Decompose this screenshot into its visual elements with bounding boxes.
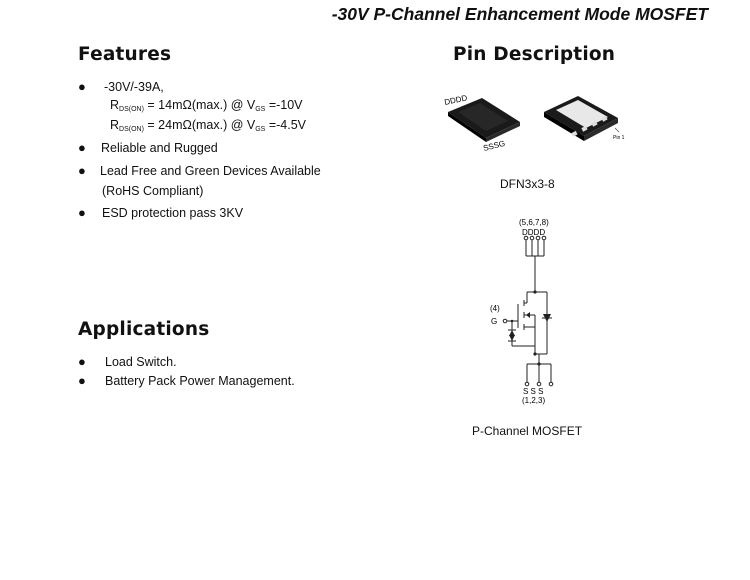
drain-pin-numbers: (5,6,7,8) bbox=[519, 218, 549, 227]
vgs-subscript: GS bbox=[255, 106, 266, 113]
dfn-package-bottom-view bbox=[448, 98, 520, 142]
bullet-icon: ● bbox=[78, 373, 86, 388]
rds-symbol: R bbox=[110, 98, 120, 112]
document-title: -30V P-Channel Enhancement Mode MOSFET bbox=[331, 4, 708, 24]
source-pin-letters: S S S bbox=[523, 387, 543, 396]
schematic-caption: P-Channel MOSFET bbox=[472, 424, 583, 438]
pin-description-heading: Pin Description bbox=[453, 44, 616, 65]
pin1-label: Pin 1 bbox=[613, 135, 625, 141]
bullet-icon: ● bbox=[78, 163, 86, 178]
features-heading: Features bbox=[78, 44, 172, 65]
rds-subscript: DS(ON) bbox=[119, 126, 144, 133]
rds-value: = 14mΩ(max.) @ V bbox=[143, 98, 256, 112]
bullet-icon: ● bbox=[78, 205, 86, 220]
rds-symbol: R bbox=[110, 118, 120, 132]
application-item-load-switch: ● Load Switch. bbox=[78, 352, 177, 372]
feature-item-text: ESD protection pass 3KV bbox=[102, 206, 244, 220]
bullet-icon: ● bbox=[78, 354, 86, 369]
applications-heading: Applications bbox=[78, 319, 210, 340]
pin1-pointer bbox=[614, 127, 620, 133]
rds-subscript: DS(ON) bbox=[119, 106, 144, 113]
mosfet-schematic: (5,6,7,8) DDDD (4) G S S S (1,2,3) bbox=[490, 218, 554, 405]
dfn-package-top-view bbox=[544, 96, 618, 141]
vgs-condition: =-4.5V bbox=[265, 118, 306, 132]
application-item-text: Battery Pack Power Management. bbox=[105, 374, 295, 388]
rds-line-2: RDS(ON) = 24mΩ(max.) @ VGS =-4.5V bbox=[110, 118, 306, 133]
package-top-label: DDDD bbox=[444, 93, 469, 107]
rds-value: = 24mΩ(max.) @ V bbox=[143, 118, 256, 132]
feature-item-lead-free: ● Lead Free and Green Devices Available bbox=[78, 161, 321, 181]
package-images: DDDD SSSG Pin 1 bbox=[444, 93, 625, 153]
feature-item-esd: ● ESD protection pass 3KV bbox=[78, 203, 243, 223]
source-pin-numbers: (1,2,3) bbox=[522, 396, 545, 405]
bullet-icon: ● bbox=[78, 79, 86, 94]
feature-item-reliable: ● Reliable and Rugged bbox=[78, 138, 218, 158]
application-item-battery: ● Battery Pack Power Management. bbox=[78, 371, 295, 391]
bullet-icon: ● bbox=[78, 140, 86, 155]
gate-pin-number: (4) bbox=[490, 304, 500, 313]
vgs-condition: =-10V bbox=[265, 98, 303, 112]
package-name: DFN3x3-8 bbox=[500, 177, 555, 191]
application-item-text: Load Switch. bbox=[105, 355, 177, 369]
feature-item-text: Reliable and Rugged bbox=[101, 141, 218, 155]
vgs-subscript: GS bbox=[255, 126, 266, 133]
feature-spec-item: ● -30V/-39A, bbox=[78, 77, 378, 97]
rohs-note: (RoHS Compliant) bbox=[102, 184, 204, 198]
feature-spec-main: -30V/-39A, bbox=[104, 80, 164, 94]
gate-pin-letter: G bbox=[491, 317, 497, 326]
drain-pin-letters: DDDD bbox=[522, 228, 545, 237]
feature-item-text: Lead Free and Green Devices Available bbox=[100, 164, 321, 178]
rds-line-1: RDS(ON) = 14mΩ(max.) @ VGS =-10V bbox=[110, 98, 303, 113]
